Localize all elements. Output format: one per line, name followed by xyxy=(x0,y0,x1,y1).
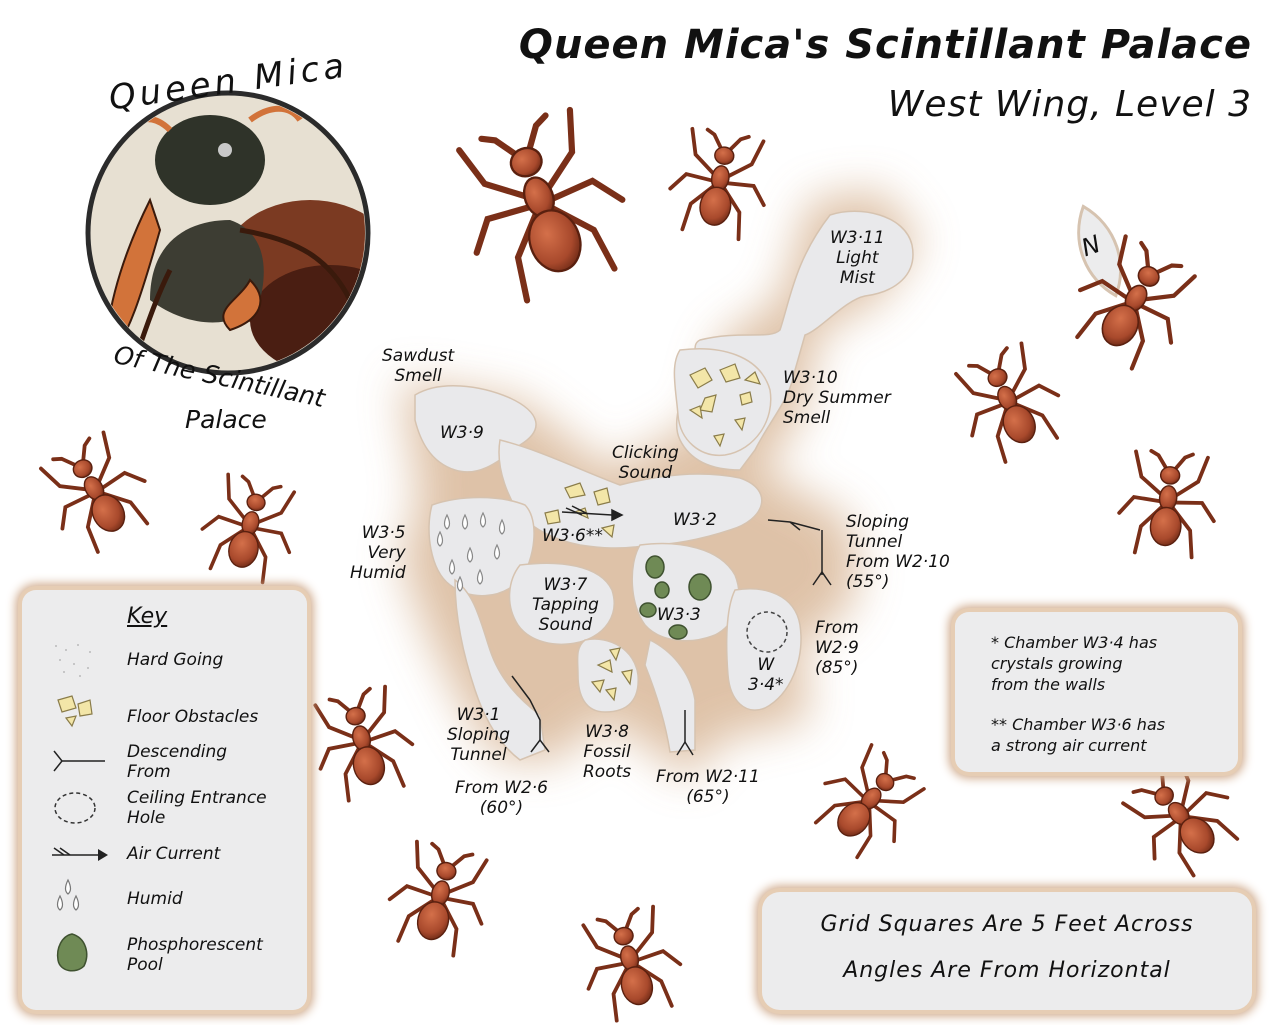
portrait-bottom-text-2: Palace xyxy=(185,405,267,434)
key-title: Key xyxy=(127,604,168,629)
key-item-air-current: Air Current xyxy=(127,844,221,864)
label-w3-2: W3·2 xyxy=(673,510,717,530)
label-w3-3: W3·3 xyxy=(657,605,701,625)
grid-info-line-1: Grid Squares Are 5 Feet Across xyxy=(820,912,1194,937)
descending-arrow-icon xyxy=(53,750,105,772)
grid-info-line-2: Angles Are From Horizontal xyxy=(843,958,1171,983)
map-key: Key Hard Going Floor Obstacles Descendin… xyxy=(22,590,307,1010)
label-from-w2-11: From W2·11(65°) xyxy=(656,767,760,807)
note-line-3: from the walls xyxy=(991,675,1106,694)
crystal-obstacle-icon xyxy=(57,695,93,728)
droplets-icon xyxy=(56,878,80,911)
map-subtitle: West Wing, Level 3 xyxy=(887,84,1252,125)
compass-needle xyxy=(1077,204,1123,298)
air-current-arrow xyxy=(561,505,624,522)
label-from-w2-6: From W2·6(60°) xyxy=(455,778,548,818)
humid-droplets xyxy=(436,511,506,592)
note-line-2: crystals growing xyxy=(991,654,1123,673)
descending-symbols xyxy=(511,519,832,756)
dashed-circle-icon xyxy=(54,792,96,824)
chamber-notes: * Chamber W3·4 has crystals growing from… xyxy=(955,612,1238,772)
key-item-humid: Humid xyxy=(127,889,183,909)
stipple-icon xyxy=(55,644,91,677)
note-line-4: ** Chamber W3·6 has xyxy=(991,715,1166,734)
label-w3-9: W3·9 xyxy=(440,423,484,443)
pool-blob-icon xyxy=(56,933,88,972)
map-title: Queen Mica's Scintillant Palace xyxy=(518,22,1252,68)
note-line-5: a strong air current xyxy=(991,736,1147,755)
cave-floor xyxy=(414,210,914,761)
air-current-arrow-icon xyxy=(52,847,108,861)
queen-portrait xyxy=(85,90,371,376)
floor-obstacle-crystals xyxy=(544,363,762,702)
ceiling-hole xyxy=(746,611,788,653)
label-w3-6: W3·6** xyxy=(542,526,603,546)
note-line-1: * Chamber W3·4 has xyxy=(991,633,1158,652)
phosphorescent-pools xyxy=(639,555,712,640)
grid-info: Grid Squares Are 5 Feet Across Angles Ar… xyxy=(762,892,1252,1010)
key-item-hard-going: Hard Going xyxy=(127,650,224,670)
key-item-floor-obstacles: Floor Obstacles xyxy=(127,707,259,727)
